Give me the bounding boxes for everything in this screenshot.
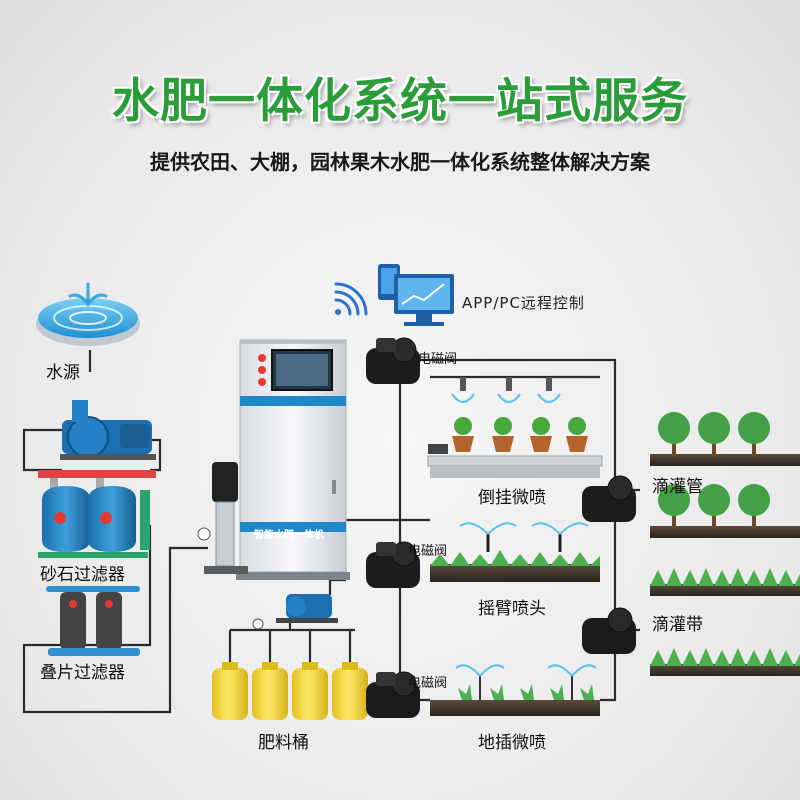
- hanging-sprayer-label: 倒挂微喷: [478, 488, 546, 508]
- disc-filter-unit: [46, 586, 140, 656]
- machine-name-label: 智能水肥一体机: [254, 530, 324, 541]
- disc-filter-label: 叠片过滤器: [40, 663, 125, 683]
- fertilizer-bucket-label: 肥料桶: [258, 733, 309, 753]
- pipe-network: [22, 350, 640, 714]
- rocker-sprinkler-label: 摇臂喷头: [478, 599, 546, 619]
- sand-filter-label: 砂石过滤器: [40, 565, 125, 585]
- fertigation-machine: [197, 339, 350, 580]
- solenoid-valve-label-middle: 电磁阀: [408, 544, 448, 559]
- computer-phone-icon: [378, 264, 454, 326]
- ground-sprayer-bed: [430, 664, 600, 716]
- fertilizer-tanks: [212, 662, 368, 720]
- solenoid-valve-top: [366, 337, 420, 384]
- drip-tape-label: 滴灌带: [652, 615, 703, 635]
- solenoid-valve-label-top: 电磁阀: [418, 352, 458, 367]
- potted-plants: [427, 417, 603, 478]
- fertilizer-pump: [252, 594, 338, 630]
- solenoid-valve-middle: [366, 541, 420, 588]
- sand-filter-unit: [38, 470, 156, 558]
- water-source-label: 水源: [46, 363, 80, 383]
- rocker-sprinkler-bed: [430, 522, 600, 582]
- solenoid-valve-bottom: [366, 671, 420, 718]
- solenoid-valve-label-bottom: 电磁阀: [408, 676, 448, 691]
- water-pump: [60, 400, 156, 460]
- water-source-pool: [36, 282, 140, 346]
- ground-sprayer-label: 地插微喷: [478, 733, 546, 753]
- solenoid-valve-right-upper: [582, 475, 636, 522]
- page-title: 水肥一体化系统一站式服务: [112, 74, 688, 129]
- hanging-sprayers: [451, 377, 561, 403]
- drip-pipe-bed: [650, 412, 800, 538]
- app-pc-control-label: APP/PC远程控制: [462, 294, 585, 312]
- drip-pipe-label: 滴灌管: [652, 477, 703, 497]
- page-subtitle: 提供农田、大棚，园林果木水肥一体化系统整体解决方案: [150, 150, 650, 174]
- drip-tape-bed: [650, 568, 800, 676]
- solenoid-valve-right-lower: [582, 607, 636, 654]
- wifi-icon: [334, 282, 368, 316]
